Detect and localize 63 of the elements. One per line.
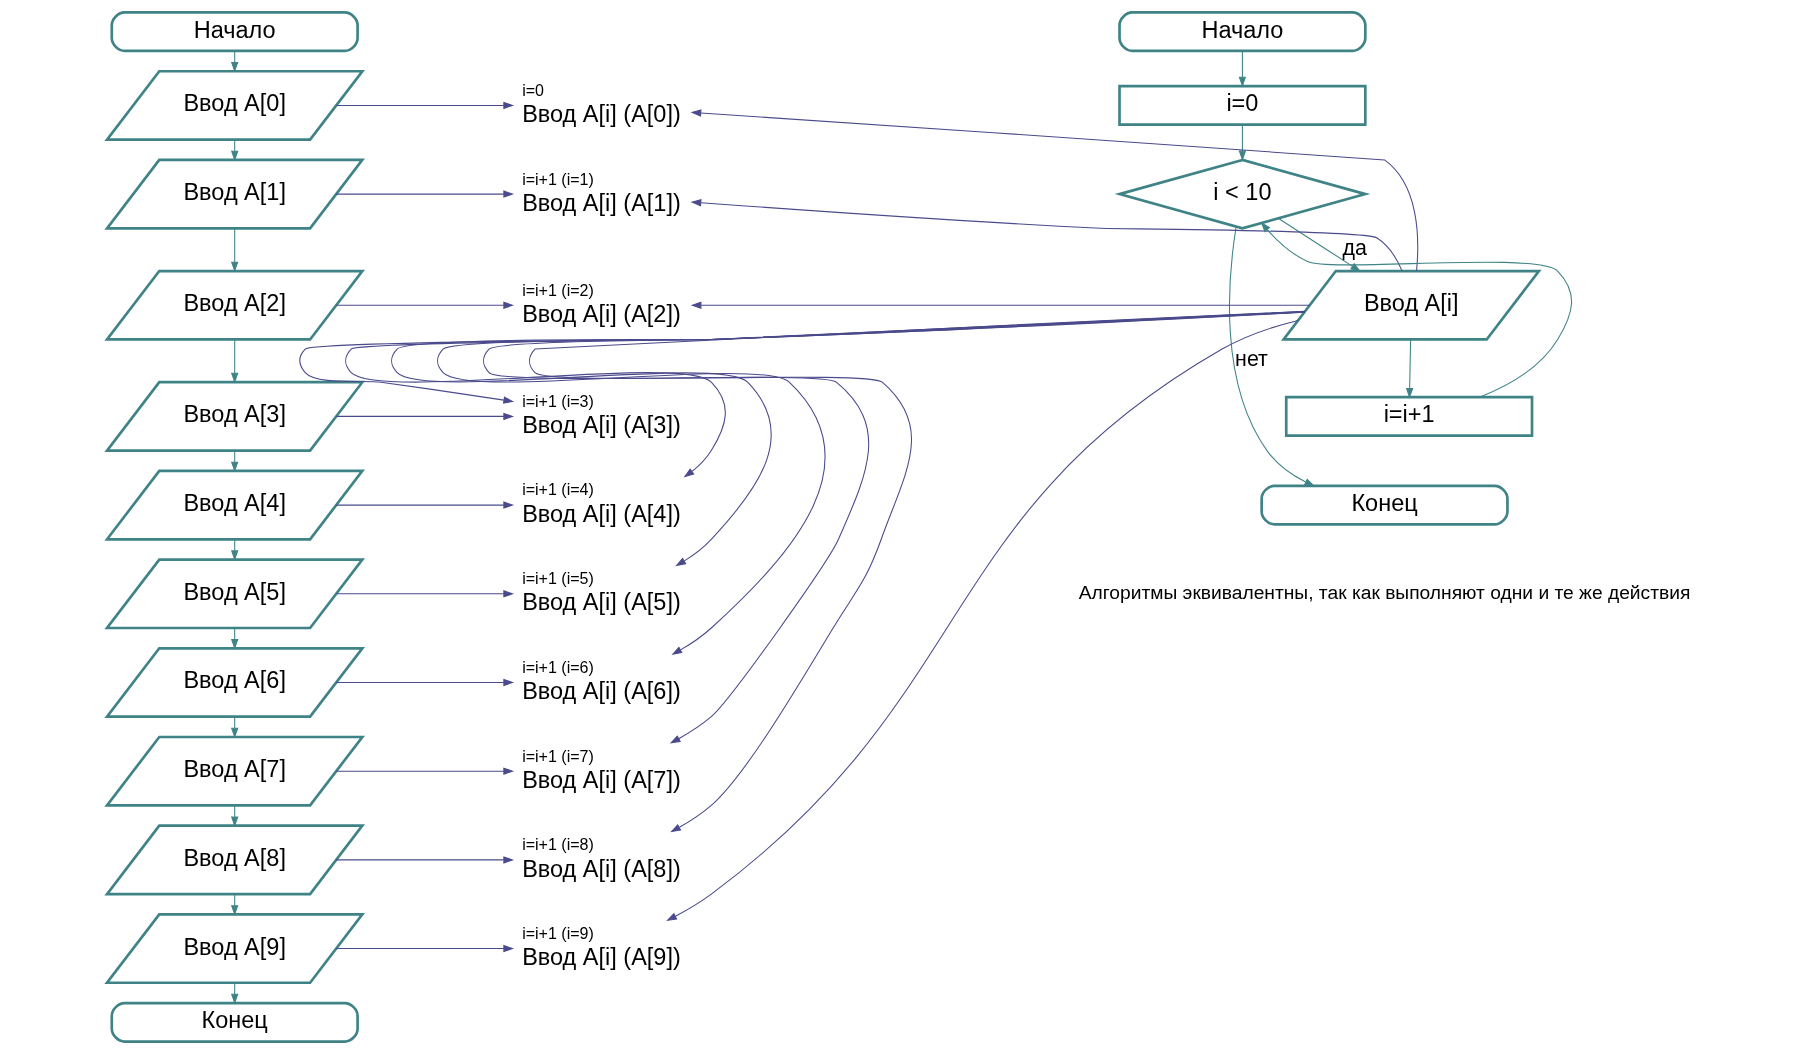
node-text: Ввод A[i] (A[3])	[522, 412, 681, 439]
arrow	[335, 190, 515, 198]
arrow	[230, 716, 239, 739]
arrow	[230, 450, 239, 473]
arrow	[1260, 221, 1573, 398]
arrow	[335, 856, 515, 864]
arrow	[335, 944, 515, 953]
node-text: Ввод A[i] (A[1])	[522, 189, 681, 216]
node-label: i=i+1 (i=3)	[522, 391, 594, 410]
arrow	[230, 627, 239, 650]
node-label: i=i+1 (i=1)	[522, 169, 594, 188]
arrow	[335, 590, 515, 598]
node-box: Начало	[1118, 11, 1367, 53]
arrow	[690, 198, 1403, 272]
node-text: Ввод A[i] (A[6])	[522, 678, 681, 705]
node-text: Ввод A[i] (A[7])	[522, 766, 681, 793]
arrow	[335, 101, 515, 110]
arrow	[230, 804, 239, 828]
arrow	[335, 412, 515, 421]
arrow	[230, 339, 239, 384]
node-text: Ввод A[i] (A[4])	[522, 500, 681, 527]
arrow	[335, 767, 515, 775]
node-text: Ввод A[i] (A[2])	[522, 300, 681, 327]
node-label: i=i+1 (i=8)	[522, 835, 594, 854]
node-text: Ввод A[i] (A[0])	[522, 101, 681, 128]
label: Алгоритмы эквивалентны, так как выполняют одни и те же действия	[1078, 581, 1691, 603]
node-label: i=i+1 (i=7)	[522, 746, 594, 765]
node-label: i=i+1 (i=6)	[522, 657, 594, 676]
edge-label: нет	[1235, 347, 1268, 372]
arrow	[335, 301, 515, 309]
arrow	[529, 310, 1306, 833]
arrow	[1278, 218, 1362, 272]
arrow	[1238, 124, 1247, 162]
node-box: i=0	[1118, 84, 1367, 126]
node-label: i=0	[522, 80, 544, 99]
node-diamond: i < 10	[1114, 158, 1371, 230]
node-label: i=i+1 (i=9)	[522, 923, 594, 942]
arrow	[230, 893, 239, 916]
node-box: Конец	[110, 1001, 359, 1043]
arrow	[666, 319, 1299, 921]
arrow	[1405, 339, 1414, 399]
arrow	[230, 538, 239, 562]
node-text: Ввод A[i] (A[5])	[522, 589, 681, 616]
arrow	[335, 501, 515, 509]
arrow	[1229, 226, 1316, 487]
arrow	[335, 678, 515, 687]
arrow	[230, 982, 239, 1005]
arrow	[1238, 50, 1247, 88]
arrow	[690, 301, 1310, 309]
node-text: Ввод A[i] (A[8])	[522, 855, 681, 882]
arrow	[391, 311, 1306, 567]
arrow	[230, 139, 239, 162]
node-label: i=i+1 (i=2)	[522, 280, 594, 299]
arrow	[690, 109, 1419, 272]
node-box: Начало	[110, 11, 359, 53]
arrow	[230, 227, 239, 273]
node-box: i=i+1	[1284, 395, 1534, 437]
node-label: i=i+1 (i=4)	[522, 480, 594, 499]
node-text: Ввод A[i] (A[9])	[522, 944, 681, 971]
edge-label: да	[1342, 236, 1367, 261]
node-box: Конец	[1260, 484, 1509, 526]
node-label: i=i+1 (i=5)	[522, 569, 594, 588]
arrow	[230, 50, 239, 73]
